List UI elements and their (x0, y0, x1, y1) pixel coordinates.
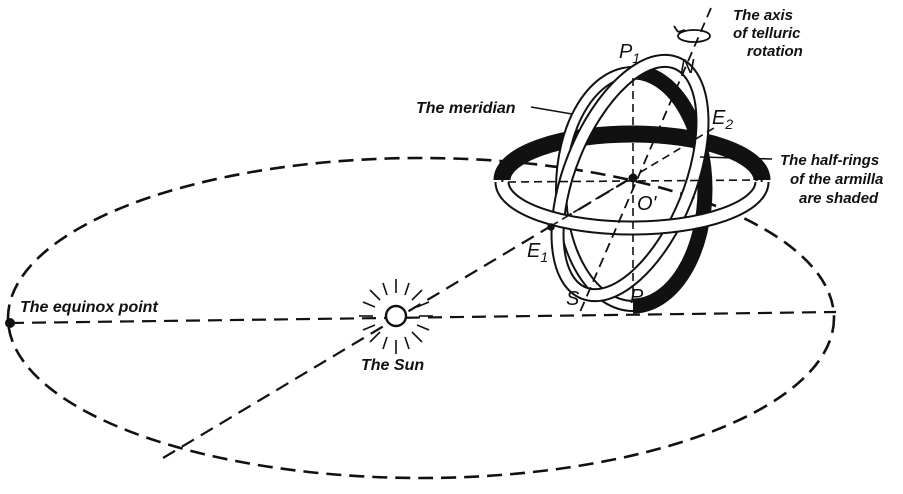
e1-point (547, 223, 555, 231)
half-rings-label-line1: The half-rings (780, 152, 879, 169)
sun-label: The Sun (361, 357, 424, 374)
axis-label-line3: rotation (747, 43, 803, 60)
equinox-point-dot (5, 318, 15, 328)
meridian-label: The meridian (416, 100, 516, 117)
e1-label: E1 (527, 240, 548, 265)
half-rings-label-line2: of the armilla (790, 171, 883, 188)
equinox-point-label: The equinox point (20, 299, 158, 316)
axis-label-line2: of telluric (733, 25, 801, 42)
n-label: N (680, 56, 695, 78)
axis-label-line1: The axis (733, 7, 793, 24)
p2-label: P2 (630, 286, 651, 311)
center-point (629, 174, 638, 183)
p1-label: P1 (619, 41, 640, 66)
equator-ring-front (502, 182, 762, 228)
sun-icon (359, 279, 433, 354)
rotation-arrow-icon (674, 26, 710, 42)
meridian-pointer (531, 107, 572, 114)
e2-label: E2 (712, 107, 733, 132)
half-rings-pointer (700, 157, 772, 159)
s-label: S (566, 288, 580, 310)
half-rings-label-line3: are shaded (799, 190, 879, 207)
o-prime-label: O' (637, 193, 658, 215)
